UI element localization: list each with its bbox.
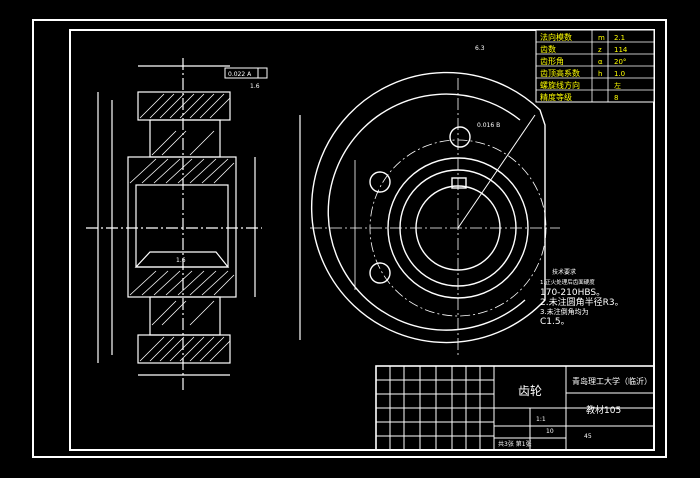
section-cut-line [457,114,536,229]
lightening-hole-left [369,171,391,193]
param-value-2: 20° [614,58,626,66]
lightening-hole-bottom [369,262,391,284]
param-symbol-3: h [598,70,602,78]
roughness-top: 1.6 [250,83,260,90]
hatching [129,93,235,362]
drawing-number: 教材105 [586,404,621,416]
param-symbol-1: z [598,46,602,54]
section-view [86,58,301,390]
param-value-5: 8 [614,94,618,102]
param-value-3: 1.0 [614,70,625,78]
roughness-keyway: 1.6 [176,257,186,264]
keyway-slot [451,177,467,189]
outer-rim [310,71,546,344]
school-name: 青岛理工大学（临沂） [572,376,652,386]
tech-line-0: 1.正火处理后齿面硬度 [540,278,595,286]
hub-outline [127,156,237,298]
corner-roughness: 6.3 [475,45,485,52]
param-name-1: 齿数 [540,44,556,54]
sheet-info: 共3张 第1张 [498,440,532,448]
quantity: 10 [546,428,554,435]
technical-requirements: 技术要求 1.正火处理后齿面硬度 170-210HBS。 2.未注圆角半径R3。… [540,268,624,327]
param-value-4: 左 [614,81,621,90]
tech-title: 技术要求 [552,268,576,276]
keyway-tolerance: 0.016 B [477,122,500,129]
tolerance-label: 0.022 A [228,71,252,78]
tech-line-2: 2.未注圆角半径R3。 [540,296,624,308]
bore [135,184,229,268]
param-name-5: 精度等级 [540,92,572,102]
tech-line-4: C1.5。 [540,317,570,327]
tech-line-3: 3.未注倒角均为 [540,307,589,316]
param-symbol-2: α [598,58,603,66]
parameters-table: 法向模数 m 2.1 齿数 z 114 齿形角 α 20° 齿顶高系数 h 1.… [535,29,655,103]
web-upper [149,119,221,158]
tolerance-frame: 0.022 A [224,67,268,79]
part-name: 齿轮 [518,384,542,398]
material: 45 [584,433,592,440]
param-value-0: 2.1 [614,34,625,42]
end-view [310,71,560,355]
title-block [375,365,655,451]
scale: 1:1 [536,416,546,423]
lightening-hole-top [449,126,471,148]
param-name-3: 齿顶高系数 [540,68,580,78]
inner-border [69,29,655,451]
inner-rim [327,93,526,331]
param-symbol-0: m [598,34,605,42]
param-name-0: 法向模数 [540,32,572,42]
outer-border [32,19,667,458]
keyway-outline [134,251,230,268]
param-name-2: 齿形角 [540,56,564,66]
param-name-4: 螺旋线方向 [540,80,580,90]
tech-line-1: 170-210HBS。 [540,288,605,298]
web-lower [149,296,221,336]
param-value-1: 114 [614,46,628,54]
